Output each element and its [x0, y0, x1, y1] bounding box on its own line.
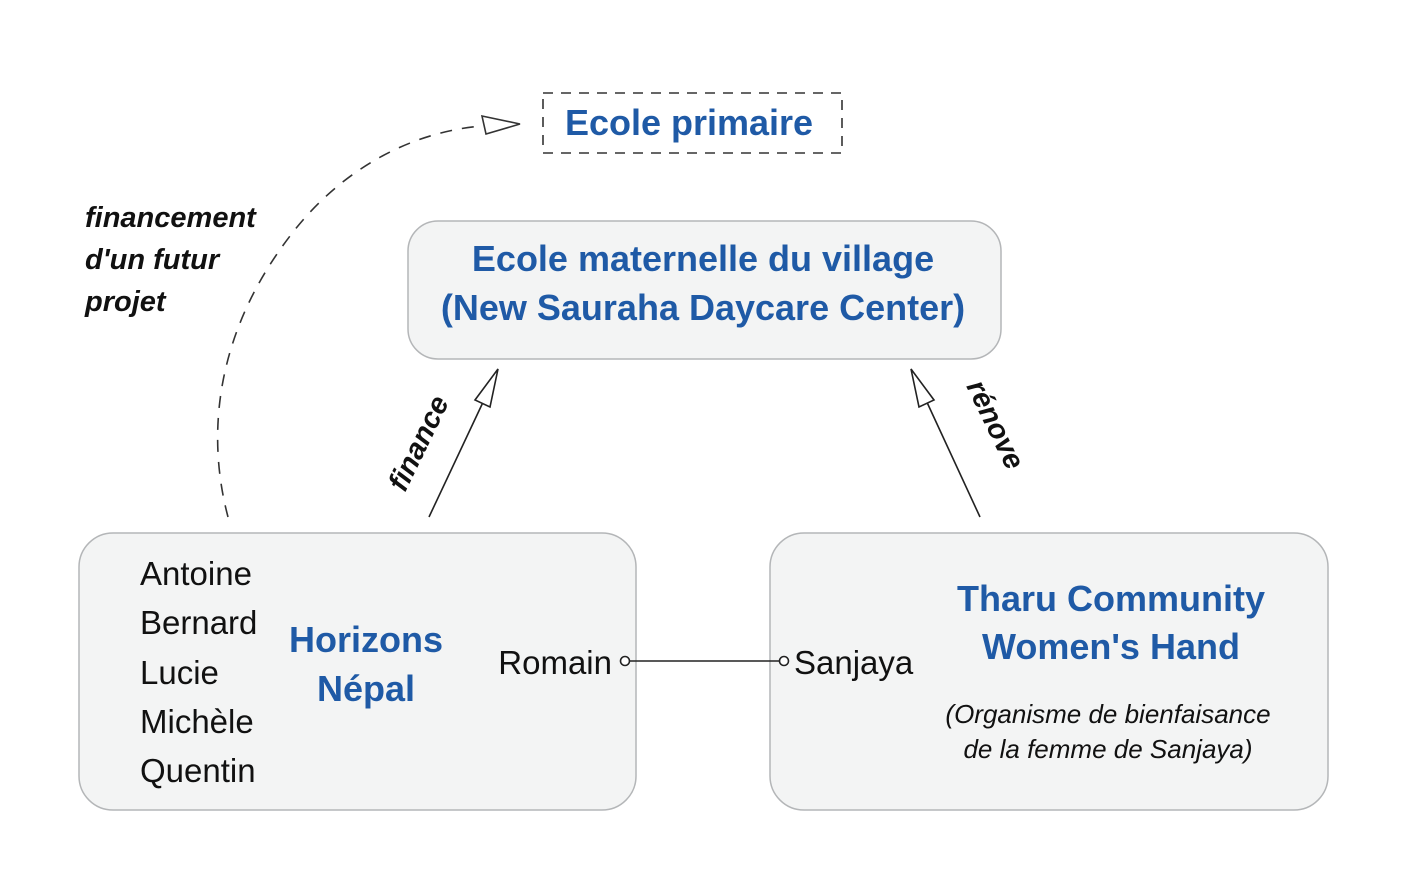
node-ecole-maternelle[interactable]: Ecole maternelle du village (New Sauraha… — [407, 220, 1002, 360]
ecole-primaire-box — [542, 92, 843, 154]
port-sanjaya-label: Sanjaya — [794, 644, 914, 681]
ecole-primaire-title: Ecole primaire — [565, 102, 813, 143]
edge-renove[interactable]: rénove — [910, 368, 1030, 518]
ecole-maternelle-box — [407, 220, 1002, 360]
edge-romain-sanjaya[interactable] — [619, 655, 790, 667]
sanjaya-port-circle — [778, 655, 790, 667]
node-ecole-primaire[interactable]: Ecole primaire — [542, 92, 843, 154]
member-antoine: Antoine — [140, 555, 252, 592]
horizons-nepal-box — [78, 532, 637, 811]
ecole-maternelle-title-line2: (New Sauraha Daycare Center) — [441, 287, 965, 328]
finance-line — [428, 397, 486, 518]
edge-future-funding[interactable]: financement d'un futur projet — [84, 114, 521, 518]
tharu-title-line2: Women's Hand — [982, 626, 1240, 667]
ecole-maternelle-title-line1: Ecole maternelle du village — [472, 238, 934, 279]
member-quentin: Quentin — [140, 752, 256, 789]
node-tharu[interactable]: Tharu Community Women's Hand (Organisme … — [769, 532, 1329, 811]
future-funding-label-line3: projet — [84, 286, 167, 318]
member-michele: Michèle — [140, 703, 254, 740]
future-funding-arrowhead — [480, 114, 521, 136]
tharu-box — [769, 532, 1329, 811]
member-bernard: Bernard — [140, 604, 257, 641]
node-horizons-nepal[interactable]: Horizons Népal Antoine Bernard Lucie Mic… — [78, 532, 637, 811]
renove-arrowhead — [910, 368, 936, 409]
tharu-note-line1: (Organisme de bienfaisance — [945, 699, 1270, 729]
renove-line — [924, 397, 981, 518]
tharu-title-line1: Tharu Community — [957, 578, 1265, 619]
tharu-note-line2: de la femme de Sanjaya) — [963, 734, 1252, 764]
romain-port-circle — [619, 655, 631, 667]
renove-label: rénove — [960, 375, 1030, 475]
horizons-nepal-title-line1: Horizons — [289, 619, 443, 660]
member-lucie: Lucie — [140, 654, 219, 691]
port-romain-label: Romain — [498, 644, 612, 681]
future-funding-label-line1: financement — [85, 202, 257, 234]
finance-label: finance — [383, 391, 456, 496]
horizons-nepal-title-line2: Népal — [317, 668, 415, 709]
finance-arrowhead — [473, 368, 499, 409]
edge-finance[interactable]: finance — [383, 368, 499, 518]
future-funding-label-line2: d'un futur — [85, 244, 221, 276]
